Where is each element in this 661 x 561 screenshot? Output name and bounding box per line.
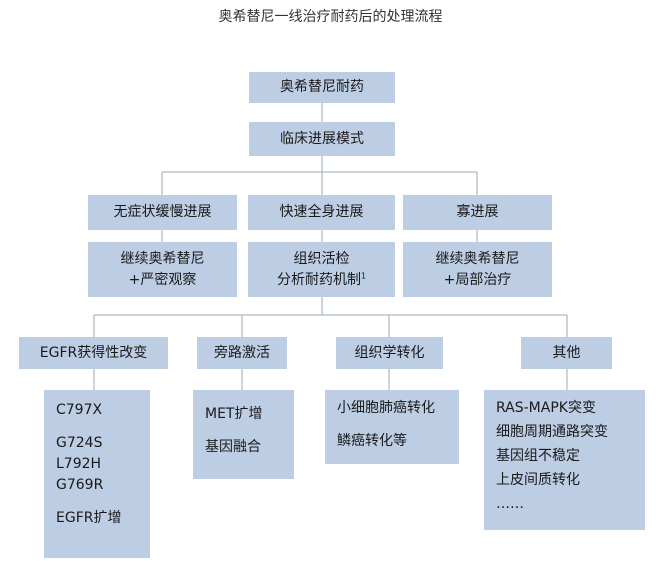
other-detail-list: RAS-MAPK突变 细胞周期通路突变 基因组不稳定 上皮间质转化 …… [484,390,645,530]
list-item: C797X [56,402,103,418]
mechanism-histologic-label: 组织学转化 [354,344,425,361]
mode-slow-progression-label: 无症状缓慢进展 [113,204,212,220]
mode-oligo-progression: 寡进展 [403,195,552,230]
action-biopsy: 组织活检 分析耐药机制1 [248,242,395,297]
list-item: RAS-MAPK突变 [496,400,596,416]
progression-mode-label: 临床进展模式 [280,130,364,147]
action-observe-line2: +严密观察 [128,271,197,288]
mechanism-bypass-label: 旁路激活 [214,344,270,361]
mode-rapid-progression: 快速全身进展 [248,195,395,230]
mode-rapid-progression-label: 快速全身进展 [279,204,364,220]
progression-mode-node: 临床进展模式 [249,122,395,156]
mechanism-bypass: 旁路激活 [197,337,287,369]
list-item: 上皮间质转化 [496,472,580,488]
list-item: 小细胞肺癌转化 [337,400,435,416]
diagram-title: 奥希替尼一线治疗耐药后的处理流程 [218,9,443,25]
list-item: 鳞癌转化等 [337,433,407,449]
action-biopsy-line2: 分析耐药机制1 [277,270,366,291]
bypass-detail-list: MET扩增 基因融合 [193,390,294,479]
mechanism-other-label: 其他 [552,344,581,361]
list-item: G769R [56,477,104,493]
action-local-therapy-line1: 继续奥希替尼 [435,250,520,267]
root-node-label: 奥希替尼耐药 [280,79,364,95]
action-biopsy-line2-text: 分析耐药机制 [276,271,361,288]
list-item: 细胞周期通路突变 [496,424,608,440]
action-local-therapy: 继续奥希替尼 +局部治疗 [403,242,552,297]
footnote-marker: 1 [360,270,367,280]
list-item: EGFR扩增 [56,510,122,526]
mode-slow-progression: 无症状缓慢进展 [88,195,237,230]
action-observe: 继续奥希替尼 +严密观察 [88,242,237,297]
action-biopsy-line1: 组织活检 [293,250,350,267]
list-item: MET扩增 [205,406,263,422]
mechanism-other: 其他 [521,337,612,369]
list-item: 基因融合 [205,439,261,455]
list-item: 基因组不稳定 [496,448,580,464]
action-local-therapy-line2: +局部治疗 [443,271,512,288]
mechanism-histologic: 组织学转化 [336,337,443,369]
list-item: L792H [56,456,102,472]
list-item: …… [496,496,524,512]
action-observe-line1: 继续奥希替尼 [120,250,205,267]
root-node: 奥希替尼耐药 [249,72,395,103]
mode-oligo-progression-label: 寡进展 [456,204,499,220]
list-item: G724S [56,435,103,451]
mechanism-egfr: EGFR获得性改变 [19,337,168,369]
mechanism-egfr-label: EGFR获得性改变 [39,344,148,361]
histologic-detail-list: 小细胞肺癌转化 鳞癌转化等 [325,390,459,464]
egfr-detail-list: C797X G724S L792H G769R EGFR扩增 [44,390,150,558]
